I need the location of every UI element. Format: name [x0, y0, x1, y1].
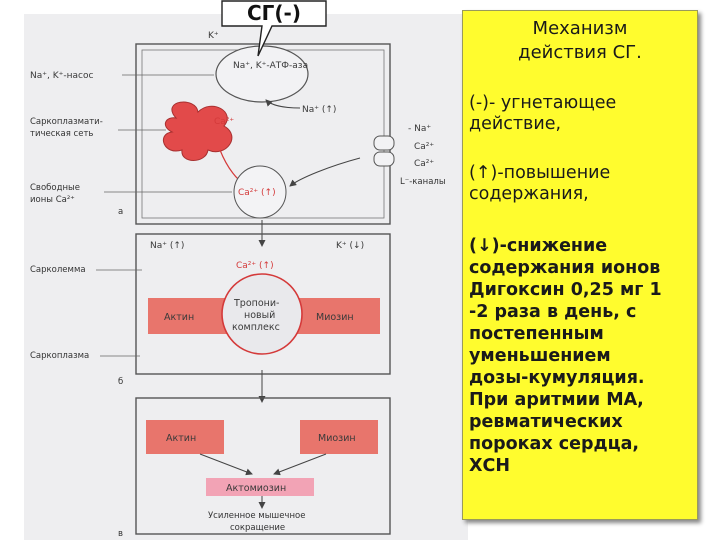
panel-title-line1: Механизм [532, 18, 628, 39]
panel-line-3: (↑)-повышение [469, 163, 611, 183]
na-increase-2: Na⁺ (↑) [150, 241, 184, 251]
panel-line-2: действие, [469, 114, 562, 134]
letter-a: а [118, 207, 123, 217]
panel-line-4: содержания, [469, 184, 589, 204]
actin-label-2: Актин [166, 433, 196, 444]
sr-label-line1: Саркоплазмати- [30, 117, 103, 127]
panel-line-7: Дигоксин 0,25 мг 1 [469, 280, 662, 300]
pump-label-line1: Na⁺, K⁺-АТФ-аза [233, 61, 308, 71]
na-arrow [265, 99, 301, 109]
channel-ca2: Ca²⁺ [414, 159, 434, 169]
contraction-line2: сокращение [230, 523, 285, 533]
letter-b: б [118, 377, 123, 387]
explanation-panel: Механизм действия СГ. (-)- угнетающее де… [462, 10, 698, 520]
actomyosin-box [206, 478, 314, 496]
actin-label: Актин [164, 312, 194, 323]
panel-line-11: дозы-кумуляция. [469, 368, 645, 388]
ca-increase-2: Ca²⁺ (↑) [236, 261, 274, 271]
myosin-label: Миозин [316, 312, 354, 323]
troponin-line1: Тропони- [233, 298, 279, 309]
actin-box-2 [146, 420, 224, 454]
myosin-box-2 [300, 420, 378, 454]
cg-callout-label: СГ(-) [246, 1, 301, 25]
panel-line-14: пороках сердца, [469, 434, 640, 454]
na-k-pump-label: Na⁺, K⁺-насос [30, 71, 93, 81]
k-decrease: K⁺ (↓) [336, 241, 364, 251]
panel-title: Механизм действия СГ. [463, 17, 697, 65]
k-ion-top: K⁺ [208, 31, 219, 41]
free-ions-line1: Свободные [30, 183, 80, 193]
panel-line-15: ХСН [469, 456, 510, 476]
ca-influx-arrow [289, 157, 361, 187]
sarcoplasm-label: Саркоплазма [30, 351, 89, 361]
ca-increase: Ca²⁺ (↑) [238, 188, 276, 198]
sarcolemma-label: Сарколемма [30, 265, 86, 275]
panel-b-outline [135, 233, 391, 375]
panel-line-12: При аритмии МА, [469, 390, 644, 410]
panel-line-13: ревматических [469, 412, 623, 432]
contraction-line1: Усиленное мышечное [208, 511, 305, 521]
ca-sr-label: Ca²⁺ [214, 117, 234, 127]
ion-channel-lower [373, 151, 395, 167]
actomyosin-label: Актомиозин [226, 483, 286, 494]
panel-line-1: (-)- угнетающее [469, 93, 617, 113]
panel-line-8: -2 раза в день, с [469, 302, 637, 322]
panel-c-outline [135, 397, 391, 535]
l-channels: L⁻-каналы [400, 177, 446, 187]
troponin-line2: новый [244, 310, 275, 321]
panel-line-10: уменьшением [469, 346, 611, 366]
na-increase: Na⁺ (↑) [302, 105, 336, 115]
letter-c: в [118, 529, 123, 539]
atpase-pump [215, 45, 309, 103]
troponin-line3: комплекс [232, 322, 280, 333]
actin-to-actomyosin-arrow [199, 453, 253, 476]
panel-title-line2: действия СГ. [518, 42, 642, 63]
panel-line-9: постепенным [469, 324, 604, 344]
myosin-label-2: Миозин [318, 433, 356, 444]
channel-na: - Na⁺ [408, 124, 431, 134]
channel-ca1: Ca²⁺ [414, 142, 434, 152]
troponin-complex [221, 273, 303, 355]
sr-label-line2: тическая сеть [30, 129, 93, 139]
sarcoplasmic-reticulum [162, 101, 233, 161]
panel-line-6: содержания ионов [469, 258, 661, 278]
panel-line-5: (↓)-снижение [469, 236, 608, 256]
free-ca-ion-circle [233, 165, 287, 219]
free-ions-line2: ионы Ca²⁺ [30, 195, 75, 205]
myosin-to-actomyosin-arrow [273, 453, 327, 476]
ion-channel-upper [373, 135, 395, 151]
